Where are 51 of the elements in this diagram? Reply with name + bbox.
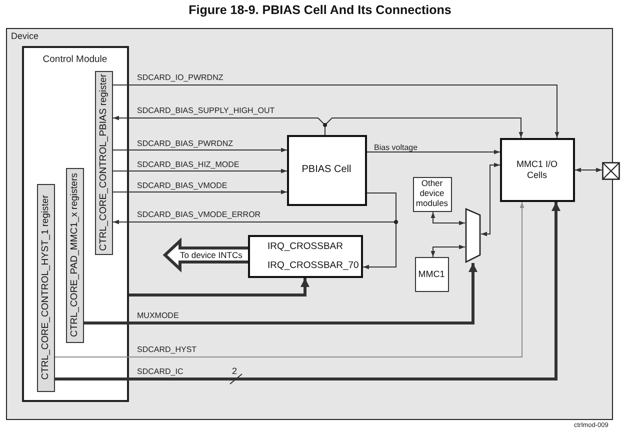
signal-arrow — [430, 212, 466, 226]
io-cells-box — [500, 138, 574, 202]
signal-arrow — [574, 168, 602, 172]
register-name: CTRL_CORE_CONTROL_PBIAS register — [98, 74, 109, 251]
block-name: PBIAS Cell — [302, 164, 352, 176]
signal-arrow — [366, 150, 500, 154]
signal-arrow — [55, 202, 560, 380]
signal-label: SDCARD_HYST — [137, 345, 197, 354]
signal-label: SDCARD_IO_PWRDNZ — [137, 73, 224, 82]
multiplexer-symbol — [464, 208, 480, 262]
signal-label: SDCARD_BIAS_VMODE_ERROR — [137, 210, 261, 219]
signal-arrow — [430, 244, 466, 258]
arrow-label: To device INTCs — [180, 250, 242, 260]
signal-arrow — [84, 263, 478, 324]
block-name: MMC1 I/O Cells — [515, 159, 558, 180]
block-name: IRQ_CROSSBAR_70 — [268, 260, 360, 272]
signal-arrow — [112, 190, 288, 194]
bus-width-label: 2 — [232, 366, 238, 376]
pad-symbol — [602, 162, 620, 180]
signal-arrow — [54, 202, 524, 358]
signal-label: MUXMODE — [137, 311, 179, 320]
module-box — [414, 256, 448, 292]
pbias-cell-box — [286, 134, 366, 206]
module-title: Control Module — [42, 54, 108, 64]
signal-label: SDCARD_BIAS_VMODE — [137, 181, 228, 190]
register-box — [66, 168, 84, 342]
block-name: Other device modules — [414, 179, 450, 209]
signal-arrow — [112, 148, 288, 152]
signal-label: SDCARD_BIAS_PWRDNZ — [137, 139, 234, 148]
figure-title: Figure 18-9. PBIAS Cell And Its Connections — [188, 3, 452, 17]
register-name: CTRL_CORE_PAD_MMC1_x registers — [69, 172, 80, 337]
block-arrow — [162, 238, 250, 272]
signal-label: Bias voltage — [374, 143, 418, 152]
signal-arrow — [362, 192, 396, 270]
signal-label: SDCARD_BIAS_SUPPLY_HIGH_OUT — [137, 106, 275, 115]
block-name: MMC1 — [418, 268, 445, 280]
signal-arrow — [129, 278, 310, 296]
signal-label: SDCARD_IC — [137, 367, 184, 376]
register-name: CTRL_CORE_CONTROL_HYST_1 register — [40, 195, 51, 380]
signal-label: SDCARD_BIAS_HIZ_MODE — [137, 160, 240, 169]
register-box — [94, 70, 112, 254]
crossbar-box — [248, 234, 362, 278]
signal-arrow — [480, 162, 500, 236]
device-frame — [6, 28, 613, 420]
control-module-panel — [22, 46, 128, 402]
register-box — [36, 184, 54, 392]
signal-arrow — [324, 118, 524, 138]
signal-arrow — [112, 84, 560, 138]
block-name: IRQ_CROSSBAR — [268, 240, 344, 252]
device-label: Device — [11, 31, 39, 41]
signal-arrow — [112, 168, 288, 174]
